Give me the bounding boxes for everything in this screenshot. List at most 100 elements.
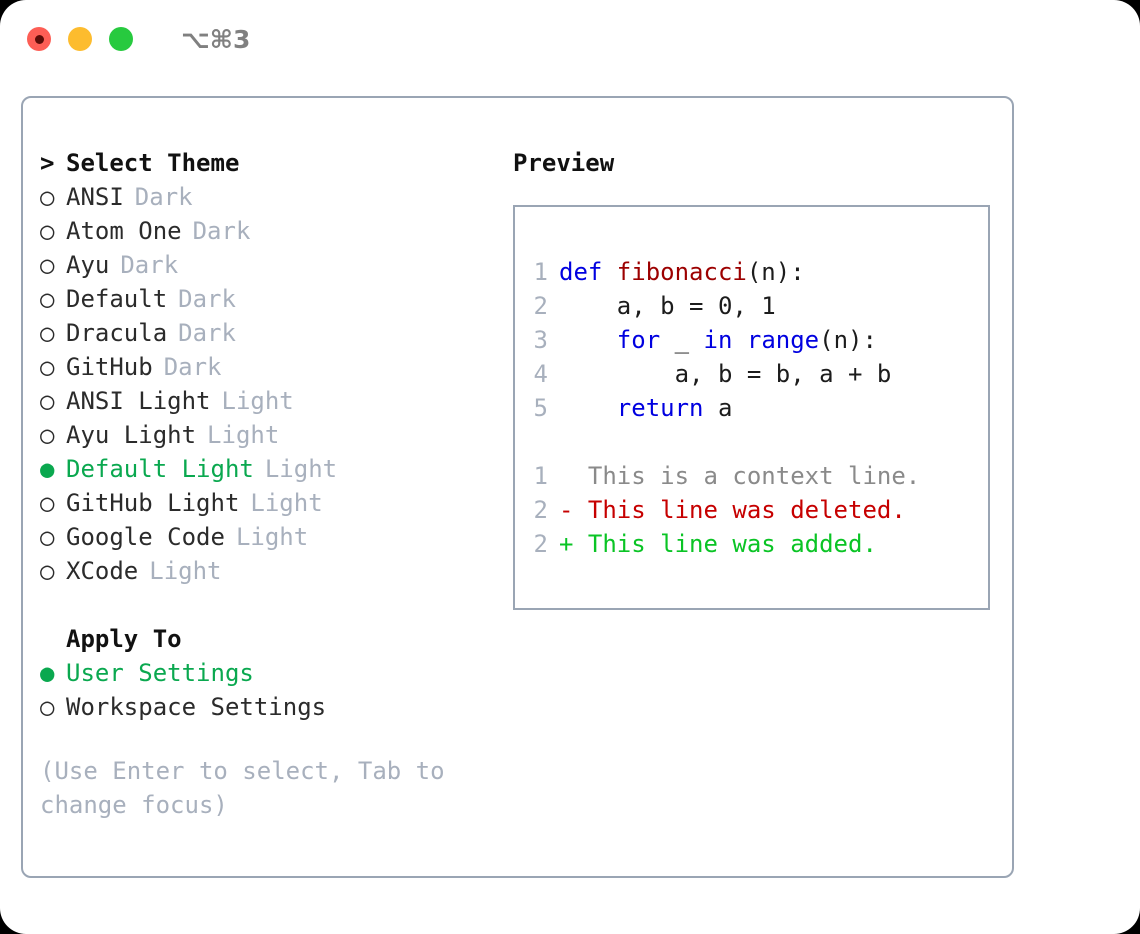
radio-unselected-icon: ○ [40, 557, 55, 585]
close-button[interactable] [27, 27, 51, 51]
diff-line: 2- This line was deleted. [515, 493, 988, 527]
code-token-plain: (n): [746, 258, 805, 286]
header-prompt-icon: > [40, 149, 55, 177]
radio-unselected-icon: ○ [40, 183, 55, 211]
theme-option-tag: Light [264, 455, 338, 483]
diff-line-number: 1 [533, 462, 548, 490]
theme-option-label: Atom One [66, 217, 182, 245]
code-line-text: def fibonacci(n): [559, 255, 805, 289]
code-token-kw: for [616, 326, 661, 354]
radio-unselected-icon: ○ [40, 217, 55, 245]
theme-option-dracula[interactable]: ○ Dracula Dark [40, 316, 493, 350]
preview-title: Preview [513, 149, 615, 177]
theme-option-google-code[interactable]: ○ Google Code Light [40, 520, 493, 554]
radio-unselected-icon: ○ [40, 489, 55, 517]
theme-option-label: ANSI [66, 183, 124, 211]
select-theme-label: Select Theme [66, 149, 240, 177]
code-token-fn: fibonacci [616, 258, 747, 286]
apply-to-option-list: ●User Settings ○ Workspace Settings [40, 656, 493, 724]
code-line-number: 4 [533, 360, 548, 388]
diff-line-number: 2 [533, 530, 548, 558]
theme-option-label: ANSI Light [66, 387, 211, 415]
diff-marker: - [559, 496, 574, 524]
keyboard-hint: (Use Enter to select, Tab to change focu… [40, 757, 460, 819]
code-token-kw: range [746, 326, 820, 354]
diff-line-number: 2 [533, 496, 548, 524]
code-line-number: 3 [533, 326, 548, 354]
code-line-text: a, b = 0, 1 [559, 289, 776, 323]
window-titlebar: ⌥⌘3 [0, 0, 1140, 78]
code-line-text: for _ in range(n): [559, 323, 877, 357]
code-token-plain: a, b = b, a + b [559, 360, 892, 388]
code-token-plain [732, 326, 746, 354]
code-line: 2 a, b = 0, 1 [515, 289, 988, 323]
list-spacer [40, 588, 493, 622]
maximize-button[interactable] [109, 27, 133, 51]
code-line-number: 5 [533, 394, 548, 422]
code-line: 5 return a [515, 391, 988, 425]
theme-option-default-light[interactable]: ● Default Light Light [40, 452, 493, 486]
minimize-button[interactable] [68, 27, 92, 51]
code-token-plain: a, b = 0, 1 [559, 292, 776, 320]
theme-option-label: Default [66, 285, 168, 313]
radio-selected-icon: ● [40, 659, 55, 687]
radio-unselected-icon: ○ [40, 523, 55, 551]
theme-option-label: Ayu [66, 251, 110, 279]
recording-dot-icon [34, 34, 44, 44]
theme-option-label: Google Code [66, 523, 225, 551]
code-token-plain: a [703, 394, 733, 422]
theme-option-tag: Dark [120, 251, 179, 279]
theme-option-label: Default Light [66, 455, 254, 483]
apply-to-header-spacer-icon: ○ [40, 622, 66, 656]
radio-unselected-icon: ○ [40, 693, 55, 721]
traffic-lights [27, 27, 133, 51]
theme-option-label: XCode [66, 557, 139, 585]
diff-line-text: This line was deleted. [573, 496, 906, 524]
diff-marker [559, 459, 573, 493]
preview-spacer [515, 425, 988, 459]
theme-option-tag: Light [235, 523, 309, 551]
apply-to-label: Apply To [66, 625, 182, 653]
radio-unselected-icon: ○ [40, 251, 55, 279]
apply-to-header: ○ Apply To [40, 622, 493, 656]
radio-unselected-icon: ○ [40, 421, 55, 449]
theme-option-xcode[interactable]: ○ XCode Light [40, 554, 493, 588]
radio-unselected-icon: ○ [40, 319, 55, 347]
code-line-number: 1 [533, 258, 548, 286]
theme-option-tag: Light [250, 489, 323, 517]
code-line-text: return a [559, 391, 733, 425]
code-line: 4 a, b = b, a + b [515, 357, 988, 391]
radio-selected-icon: ● [40, 455, 55, 483]
code-token-kw: def [559, 258, 617, 286]
theme-option-tag: Dark [178, 285, 236, 313]
theme-option-tag: Dark [163, 353, 222, 381]
theme-option-tag: Light [221, 387, 294, 415]
code-token-plain: _ [660, 326, 704, 354]
code-line-number: 2 [533, 292, 548, 320]
apply-to-option-user-settings[interactable]: ●User Settings [40, 656, 493, 690]
code-line: 3 for _ in range(n): [515, 323, 988, 357]
diff-sample: 1 This is a context line.2- This line wa… [515, 459, 988, 561]
theme-option-label: Ayu Light [66, 421, 197, 449]
theme-option-ayu[interactable]: ○ Ayu Dark [40, 248, 493, 282]
apply-to-option-label: Workspace Settings [66, 693, 327, 721]
theme-option-tag: Dark [178, 319, 236, 347]
code-token-plain [559, 394, 617, 422]
apply-to-option-workspace-settings[interactable]: ○ Workspace Settings [40, 690, 493, 724]
select-theme-header: > Select Theme [40, 146, 493, 180]
theme-option-tag: Light [149, 557, 222, 585]
theme-option-label: Dracula [66, 319, 168, 347]
diff-marker: + [559, 530, 574, 558]
